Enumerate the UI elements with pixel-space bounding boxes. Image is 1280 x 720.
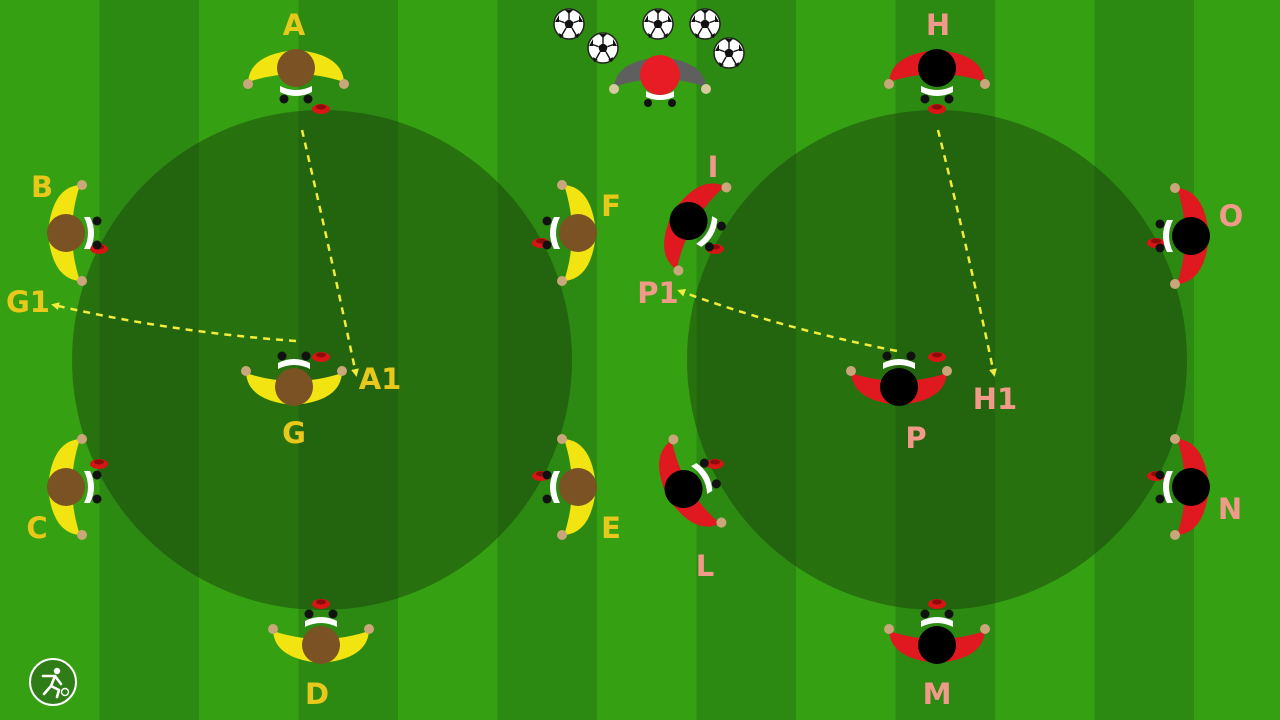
player-icon-e — [542, 434, 597, 540]
cone-icon — [928, 352, 946, 362]
target-label-g1: G1 — [6, 285, 50, 319]
soccer-ball-icon — [713, 37, 745, 69]
cone-icon — [928, 599, 946, 609]
target-label-h1: H1 — [973, 382, 1017, 416]
soccer-ball-icon — [689, 8, 721, 40]
player-label-f: F — [601, 189, 621, 223]
player-label-h: H — [926, 8, 950, 42]
cone-icon — [706, 459, 724, 469]
pitch-stripe — [398, 0, 498, 720]
pitch-stripe — [497, 0, 598, 720]
player-label-a: A — [283, 8, 306, 42]
player-label-b: B — [31, 170, 53, 204]
target-label-a1: A1 — [359, 362, 402, 396]
cone-icon — [928, 104, 946, 114]
player-icon-n — [1155, 434, 1210, 540]
player-label-l: L — [696, 549, 714, 583]
player-icon-l — [659, 434, 727, 528]
pitch-stripe — [696, 0, 797, 720]
player-label-p: P — [905, 421, 926, 455]
player-icon-h — [884, 49, 990, 104]
player-icon-m — [884, 609, 990, 664]
player-icon-p — [846, 351, 952, 406]
player-kicking-logo-icon — [29, 658, 77, 706]
cone-icon — [312, 599, 330, 609]
player-label-m: M — [923, 677, 952, 711]
cone-icon — [312, 104, 330, 114]
player-icon-f — [542, 180, 597, 286]
player-icon-d — [268, 609, 374, 664]
player-icon-i — [664, 182, 732, 276]
player-label-g: G — [282, 416, 306, 450]
pass-line-p-to-p1 — [677, 288, 898, 353]
coach-icon — [609, 55, 711, 107]
player-icon-o — [1155, 183, 1210, 289]
soccer-ball-icon — [553, 8, 585, 40]
pitch-stripe — [1094, 0, 1195, 720]
pass-line-g-to-g1 — [51, 302, 297, 343]
pitch-stripe — [99, 0, 200, 720]
pass-line-a-to-a1 — [300, 129, 359, 377]
players — [47, 49, 1210, 664]
pitch-stripe — [796, 0, 896, 720]
cone-icon — [312, 352, 330, 362]
player-label-o: O — [1219, 199, 1244, 233]
player-label-i: I — [708, 150, 719, 184]
pass-line-h-to-h1 — [936, 129, 997, 377]
player-icon-a — [243, 49, 349, 104]
player-icon-g — [241, 351, 347, 406]
target-label-p1: P1 — [637, 276, 678, 310]
player-label-e: E — [601, 511, 621, 545]
pitch-stripe — [1194, 0, 1280, 720]
player-label-n: N — [1218, 492, 1242, 526]
player-label-c: C — [26, 511, 47, 545]
player-icon-c — [47, 434, 102, 540]
pitch-stripe — [597, 0, 697, 720]
soccer-ball-icon — [587, 32, 619, 64]
cone-icon — [90, 459, 108, 469]
pitch-stripe — [0, 0, 100, 720]
player-icon-b — [47, 180, 102, 286]
player-label-d: D — [305, 677, 329, 711]
pitch-stripe — [995, 0, 1095, 720]
soccer-ball-icon — [642, 8, 674, 40]
